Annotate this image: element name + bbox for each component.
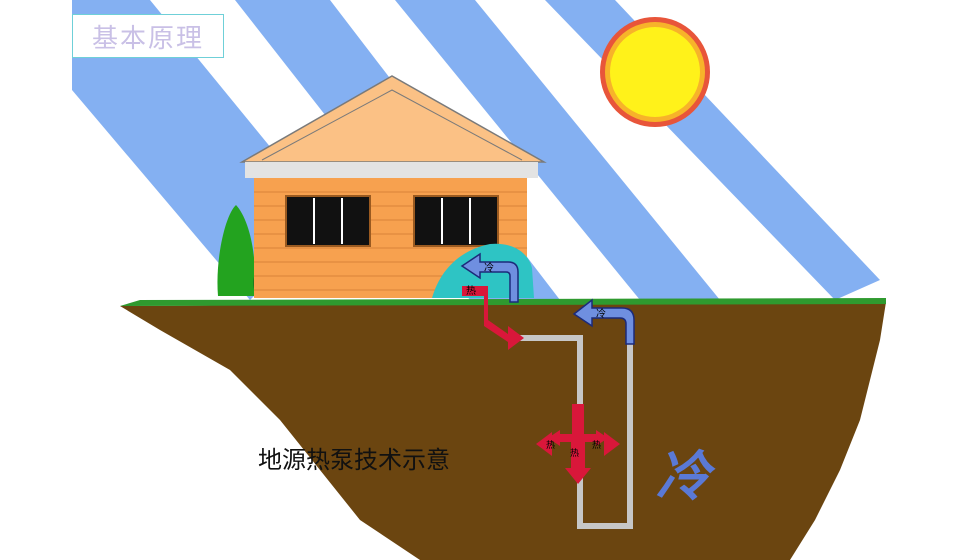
ground-hot-left-label: 热 xyxy=(546,439,555,451)
house-cold-label: 冷 xyxy=(484,261,494,274)
house-hot-arrow: 热 xyxy=(462,284,524,350)
ground-hot-center-label: 热 xyxy=(570,447,579,459)
ground-cold-arrow: 冷 xyxy=(572,298,635,345)
page-title: 基本原理 xyxy=(72,14,224,58)
eave xyxy=(245,162,538,178)
diagram-caption: 地源热泵技术示意 xyxy=(258,446,450,474)
soil-ground xyxy=(120,302,886,560)
ground-hot-right-label: 热 xyxy=(592,439,601,451)
grass-strip xyxy=(120,298,886,306)
house-cold-arrow: 冷 xyxy=(460,252,519,303)
house-hot-label: 热 xyxy=(466,284,476,297)
window-right xyxy=(413,195,499,247)
sun-icon xyxy=(600,17,710,127)
ground-hot-spread-arrow: 热 热 热 xyxy=(536,404,620,484)
window-left xyxy=(285,195,371,247)
ground-loop-pipe xyxy=(520,335,633,529)
ground-cold-label: 冷 xyxy=(596,307,606,320)
cold-ground-label: 冷 xyxy=(656,445,710,508)
